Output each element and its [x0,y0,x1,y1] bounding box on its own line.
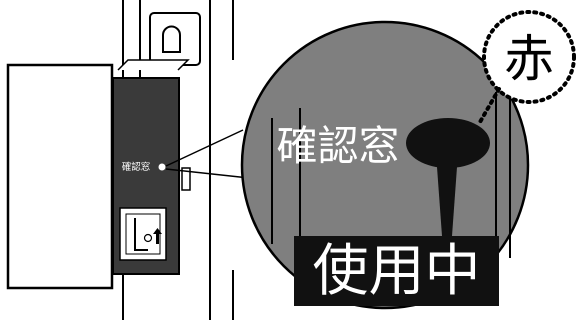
callout-leader [165,129,250,179]
color-note-bubble: 赤 [478,10,576,124]
panel-window-dot [158,163,166,171]
upper-latch-slot [162,25,181,53]
upper-latch-plate [149,12,201,66]
device-panel: 確認窓 [112,77,180,275]
up-arrow-icon [153,228,162,244]
door-housing [6,0,234,320]
panel-window-label: 確認窓 [122,161,151,173]
callout-window-label: 確認窓 [277,122,400,170]
panel-screw [181,167,191,191]
status-label: 使用中 [294,236,499,306]
window-indicator [406,118,490,168]
status-text: 使用中 [313,239,481,304]
color-note-text: 赤 [504,30,554,88]
